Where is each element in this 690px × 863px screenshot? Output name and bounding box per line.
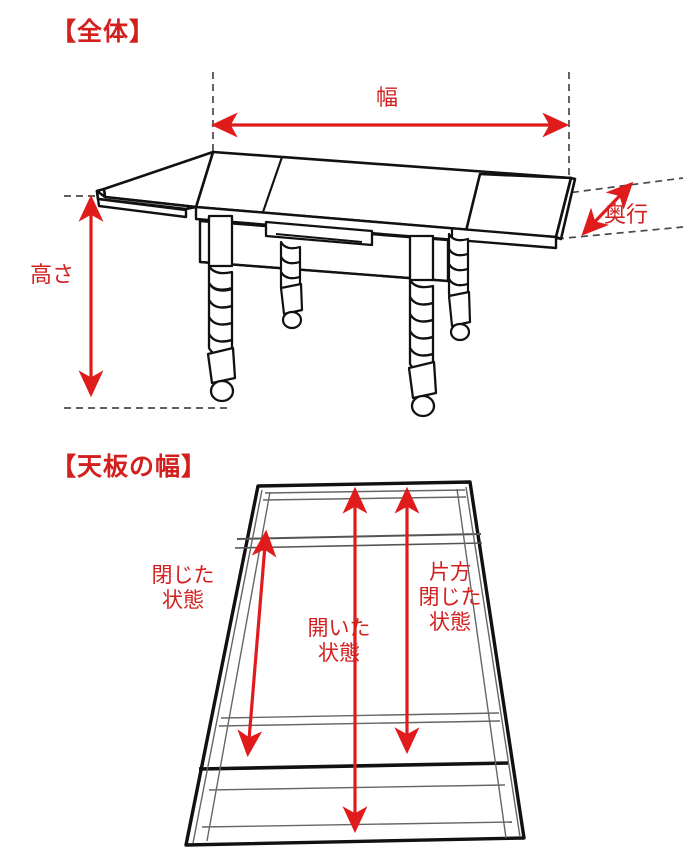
table-leaf-right — [464, 172, 577, 241]
dimension-arrows-topwidth — [237, 486, 420, 834]
table-leg-back-left — [279, 240, 304, 330]
label-depth: 奥行 — [604, 202, 649, 227]
section-title-overall: 【全体】 — [51, 18, 156, 46]
overall-table-illustration — [64, 72, 684, 418]
label-height: 高さ — [29, 262, 74, 287]
closed-state-arrow — [237, 529, 277, 758]
label-half-closed-state-line-3: 状態 — [429, 610, 471, 634]
section-title-top-width: 【天板の幅】 — [51, 453, 208, 481]
label-open-state-line-1: 開いた — [307, 617, 371, 640]
table-leg-front-left — [206, 214, 237, 403]
label-half-closed-state: 片方 閉じた 状態 — [407, 561, 493, 635]
table-top-seams — [261, 155, 482, 233]
label-open-state: 開いた 状態 — [296, 617, 382, 667]
label-closed-state: 閉じた 状態 — [140, 564, 226, 614]
label-half-closed-state-line-1: 片方 — [429, 561, 471, 584]
label-closed-state-line-2: 状態 — [162, 588, 204, 612]
top-width-illustration — [184, 480, 526, 847]
label-half-closed-state-line-2: 閉じた — [418, 585, 482, 609]
table-drawer — [264, 220, 374, 247]
label-open-state-line-2: 状態 — [318, 641, 360, 665]
label-width: 幅 — [376, 85, 399, 110]
table-leg-back-right — [447, 232, 472, 342]
depth-arrow — [581, 181, 634, 236]
table-leg-front-right — [407, 234, 438, 418]
dimension-arrows-overall — [78, 112, 634, 398]
label-closed-state-line-1: 閉じた — [151, 564, 215, 587]
